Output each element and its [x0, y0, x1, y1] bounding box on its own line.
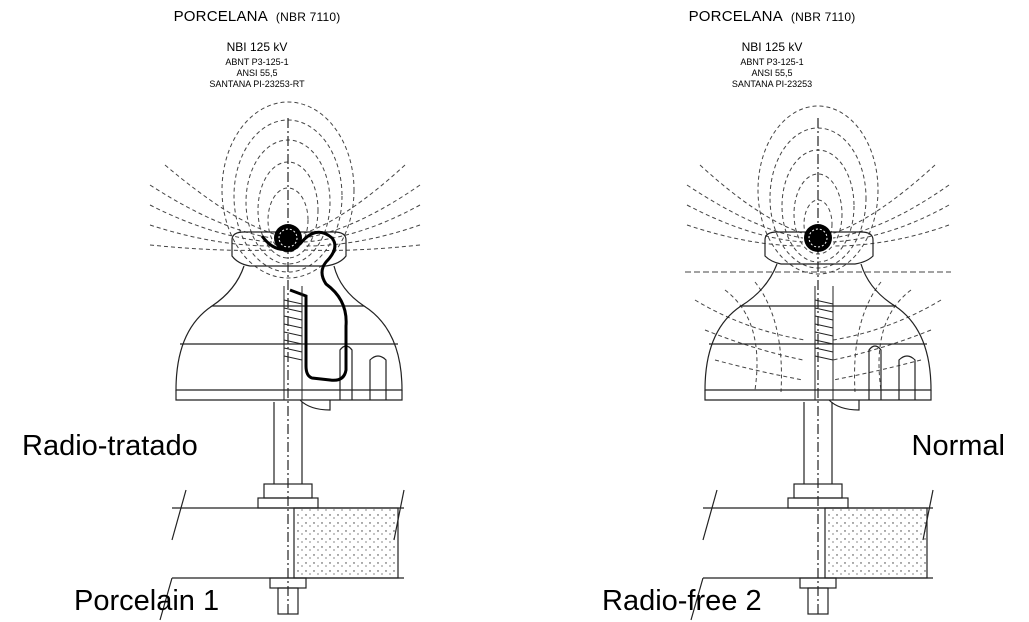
left-standard: (NBR 7110)	[275, 10, 341, 24]
left-insulator-drawing	[149, 101, 421, 621]
right-crossarm	[690, 489, 934, 621]
left-treatment-contour	[260, 230, 348, 382]
right-standard: (NBR 7110)	[790, 10, 856, 24]
right-pin-thread	[814, 286, 834, 400]
right-material-title: PORCELANA	[688, 8, 783, 25]
left-nbi: NBI 125 kV	[226, 40, 288, 54]
right-spec-abnt: ABNT P3-125-1	[740, 57, 804, 67]
left-name-label: Porcelain 1	[74, 585, 220, 617]
left-panel: PORCELANA (NBR 7110) NBI 125 kV ABNT P3-1…	[0, 0, 514, 622]
left-pin-thread	[283, 286, 303, 400]
left-spec-ansi: ANSI 55,5	[236, 68, 278, 78]
right-name-label: Radio-free 2	[602, 585, 762, 617]
right-panel: PORCELANA (NBR 7110) NBI 125 kV ABNT P3-1…	[515, 0, 1029, 622]
left-field-lines	[149, 101, 421, 279]
left-crossarm	[159, 489, 405, 621]
left-conductor-icon	[274, 224, 302, 252]
left-material-title: PORCELANA	[173, 8, 268, 25]
left-title: PORCELANA (NBR 7110)	[0, 8, 514, 25]
left-type-label: Radio-tratado	[22, 430, 198, 462]
right-conductor-icon	[804, 224, 832, 252]
right-title: PORCELANA (NBR 7110)	[515, 8, 1029, 25]
right-insulator-body	[704, 118, 932, 615]
right-nbi: NBI 125 kV	[741, 40, 803, 54]
left-spec-santana: SANTANA PI-23253-RT	[209, 79, 305, 89]
right-spec-ansi: ANSI 55,5	[751, 68, 793, 78]
right-type-label: Normal	[911, 430, 1005, 462]
left-spec-abnt: ABNT P3-125-1	[225, 57, 289, 67]
right-spec-santana: SANTANA PI-23253	[731, 79, 813, 89]
right-field-lines	[685, 105, 951, 393]
right-insulator-drawing	[685, 105, 951, 621]
